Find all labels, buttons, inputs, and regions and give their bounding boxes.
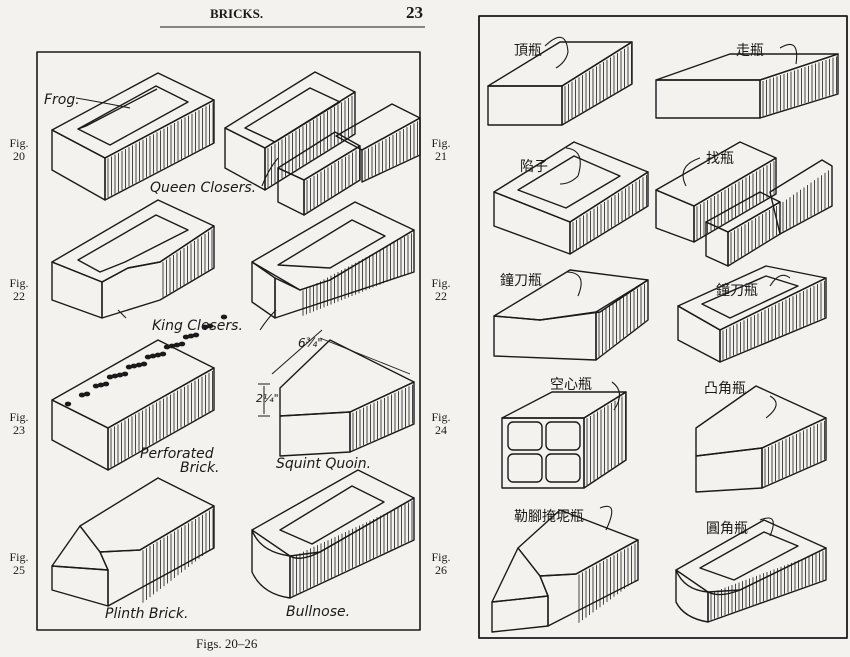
- cjk-label-king-right: 鐘刀瓶: [716, 283, 758, 299]
- king-closer-right-drawing: [251, 201, 415, 319]
- fig-label-20: Fig.20: [9, 136, 29, 163]
- fig-label-21: Fig.21: [431, 136, 451, 163]
- plinth-brick-right-drawing: [491, 509, 639, 633]
- queen-closers-label: Queen Closers.: [150, 180, 257, 196]
- king-closer-right-panel-2-drawing: [677, 265, 827, 363]
- cjk-label-closer: 找瓶: [706, 151, 734, 167]
- frog-label: Frog.: [44, 92, 80, 108]
- cjk-label-stretcher: 走瓶: [736, 43, 764, 59]
- plinth-brick-drawing: [51, 477, 215, 607]
- fig-label-24: Fig.24: [431, 410, 451, 437]
- fig-label-25: Fig.25: [9, 550, 29, 577]
- bullnose-label: Bullnose.: [286, 604, 351, 620]
- bullnose-brick-drawing: [251, 469, 415, 599]
- closer-right-drawing: [655, 141, 833, 267]
- king-closers-label: King Closers.: [152, 318, 243, 334]
- header-brick-drawing: [487, 41, 633, 126]
- squint-brick-right-drawing: [695, 385, 827, 493]
- stretcher-brick-drawing: [655, 53, 839, 119]
- frog-brick-right-drawing: [493, 141, 649, 255]
- label-arrows: [75, 36, 798, 537]
- fig-label-23: Fig.23: [9, 410, 29, 437]
- perforation-holes: [64, 314, 228, 407]
- frog-brick-drawing: [51, 72, 215, 201]
- bullnose-brick-right-drawing: [675, 519, 827, 623]
- page-number: 23: [406, 3, 423, 22]
- perforated-brick-drawing: [51, 339, 215, 471]
- plinth-brick-label: Plinth Brick.: [105, 606, 189, 622]
- left-figure-frame: [36, 51, 421, 631]
- king-closer-right-panel-drawing: [493, 269, 649, 361]
- king-closer-left-drawing: [51, 199, 215, 319]
- fig-label-26: Fig.26: [431, 550, 451, 577]
- cjk-label-header: 頂瓶: [514, 43, 542, 59]
- right-figure-frame: [478, 15, 848, 639]
- dimension-side-label: 2¼": [256, 392, 279, 405]
- dimension-top-label: 6¾": [298, 336, 323, 350]
- queen-closers-drawing: [224, 71, 421, 216]
- fig-label-22-right: Fig.22: [431, 276, 451, 303]
- hatching: [107, 44, 837, 623]
- cjk-label-hollow: 空心瓶: [550, 377, 592, 393]
- cjk-label-bullnose: 圓角瓶: [706, 521, 748, 537]
- page-header-title: BRICKS.: [210, 6, 264, 21]
- perforated-label-line2: Brick.: [180, 460, 220, 476]
- fig-label-22-left: Fig.22: [9, 276, 29, 303]
- cjk-label-king-left: 鐘刀瓶: [500, 273, 542, 289]
- hollow-brick-drawing: [501, 391, 627, 489]
- perforated-label-line1: Perforated: [140, 446, 214, 462]
- cjk-label-plinth: 勒腳掩坭瓶: [514, 509, 584, 525]
- cjk-label-frog: 陷子: [520, 159, 548, 175]
- figure-caption: Figs. 20–26: [196, 636, 258, 651]
- cjk-label-squint: 凸角瓶: [704, 381, 746, 397]
- squint-quoin-label: Squint Quoin.: [276, 456, 372, 472]
- squint-quoin-drawing: [258, 329, 415, 457]
